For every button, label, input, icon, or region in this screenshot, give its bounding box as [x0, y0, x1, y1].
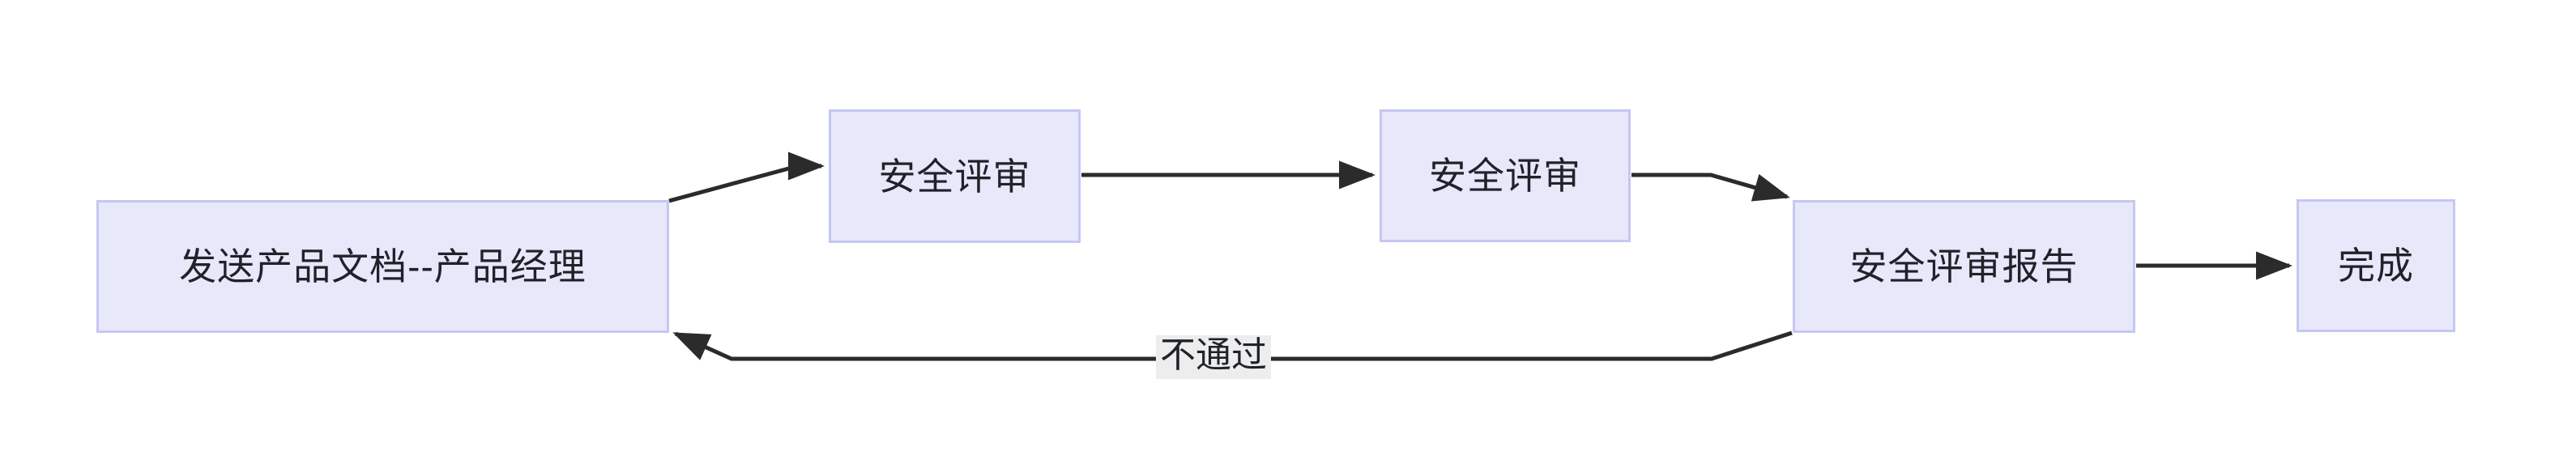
node-send-product-doc[interactable]: 发送产品文档--产品经理	[96, 200, 669, 333]
edge-review2-to-report	[1631, 173, 1790, 202]
edge-send-to-review1	[668, 151, 825, 203]
node-label: 安全评审报告	[1849, 245, 2079, 288]
node-done[interactable]: 完成	[2297, 199, 2455, 332]
node-label: 安全评审	[1429, 155, 1581, 197]
node-security-review-2[interactable]: 安全评审	[1380, 109, 1631, 242]
edge-label-rejected: 不通过	[1156, 335, 1271, 380]
node-security-review-1[interactable]: 安全评审	[829, 109, 1081, 243]
node-security-review-report[interactable]: 安全评审报告	[1793, 200, 2135, 333]
node-label: 发送产品文档--产品经理	[179, 245, 586, 288]
node-label: 安全评审	[878, 155, 1031, 198]
node-label: 完成	[2338, 245, 2414, 287]
